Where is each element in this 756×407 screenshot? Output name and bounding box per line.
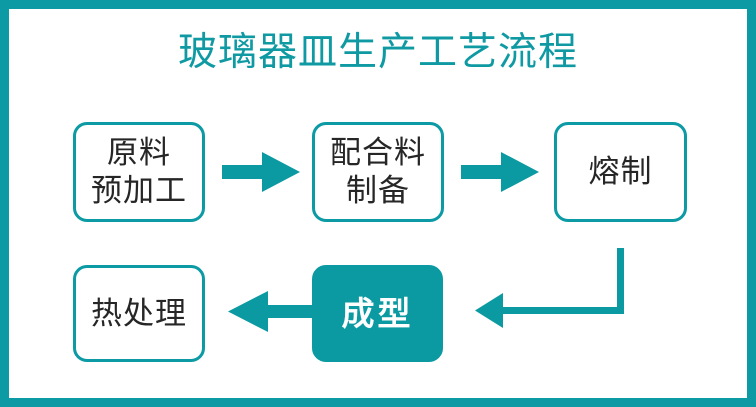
page-title: 玻璃器皿生产工艺流程 — [177, 31, 578, 74]
process-node-raw-material-pretreatment[interactable]: 原料 预加工 — [73, 122, 205, 222]
node-label: 配合料 制备 — [330, 135, 426, 208]
arrow-batch-to-melting — [461, 152, 539, 192]
arrow-raw-to-batch — [222, 152, 300, 192]
node-label: 原料 预加工 — [91, 135, 187, 208]
arrow-melting-to-forming — [475, 248, 624, 328]
process-node-heat-treatment[interactable]: 热处理 — [73, 265, 205, 362]
node-label: 热处理 — [91, 295, 187, 331]
process-node-melting[interactable]: 熔制 — [554, 122, 687, 222]
process-node-batch-preparation[interactable]: 配合料 制备 — [312, 122, 444, 222]
node-label: 熔制 — [588, 154, 653, 189]
arrow-forming-to-annealing — [228, 291, 312, 332]
process-node-forming[interactable]: 成型 — [312, 265, 443, 362]
node-label: 成型 — [341, 294, 414, 332]
